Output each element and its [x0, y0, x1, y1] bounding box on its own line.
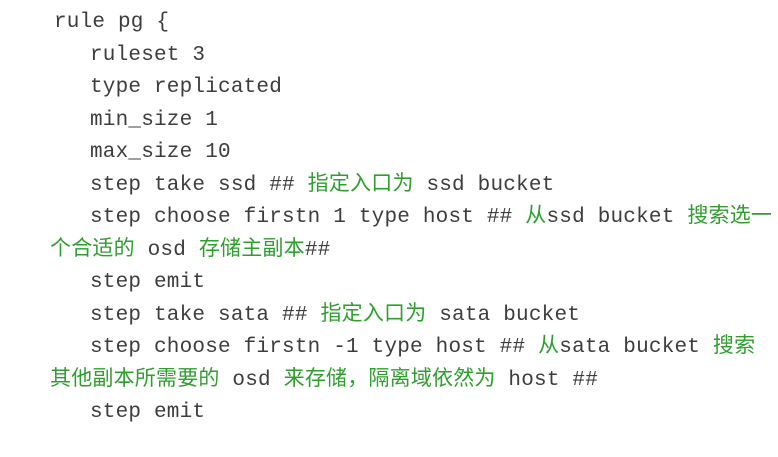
code-segment: ssd bucket: [546, 206, 688, 229]
code-line: max_size 10: [0, 137, 778, 170]
comment-segment: 指定入口为: [320, 303, 427, 327]
code-segment: sata bucket: [426, 303, 581, 327]
code-line: type replicated: [0, 72, 778, 105]
code-segment: ssd bucket: [413, 173, 555, 197]
comment-segment: 从: [538, 336, 560, 359]
code-segment: osd: [134, 238, 199, 262]
code-segment: step take ssd ##: [90, 173, 308, 197]
comment-segment: 个合适的: [50, 238, 135, 262]
comment-segment: 来存储，隔离域依然为: [283, 368, 496, 392]
code-line: rule pg {: [0, 7, 778, 40]
comment-segment: 从: [525, 206, 547, 229]
comment-segment: 其他副本所需要的: [50, 368, 220, 392]
comment-segment: 指定入口为: [307, 173, 414, 197]
code-line: step take sata ## 指定入口为 sata bucket: [0, 300, 778, 333]
code-segment: max_size 10: [90, 141, 231, 164]
code-line: step emit: [0, 397, 778, 430]
code-segment: step choose firstn 1 type host ##: [90, 206, 526, 229]
code-line: 其他副本所需要的 osd 来存储，隔离域依然为 host ##: [0, 365, 778, 398]
code-segment: min_size 1: [90, 108, 219, 132]
code-segment: ##: [304, 238, 331, 262]
comment-segment: 搜索选一: [687, 206, 773, 229]
code-line: step emit: [0, 267, 778, 300]
code-line: 个合适的 osd 存储主副本##: [0, 235, 778, 268]
code-segment: sata bucket: [559, 336, 713, 359]
code-segment: step take sata ##: [90, 303, 321, 327]
code-block: rule pg { ruleset 3 type replicated min_siz…: [0, 7, 778, 430]
code-segment: ruleset 3: [90, 43, 206, 67]
code-line: min_size 1: [0, 105, 778, 138]
code-line: step choose firstn 1 type host ## 从ssd b…: [0, 202, 778, 235]
code-segment: step emit: [90, 401, 206, 424]
code-segment: step choose firstn -1 type host ##: [90, 336, 539, 359]
code-line: ruleset 3: [0, 40, 778, 73]
comment-segment: 存储主副本: [198, 238, 305, 262]
code-segment: rule pg {: [54, 11, 170, 34]
code-line: step choose firstn -1 type host ## 从sata…: [0, 332, 778, 365]
code-segment: type replicated: [90, 76, 283, 99]
code-line: step take ssd ## 指定入口为 ssd bucket: [0, 170, 778, 203]
code-segment: step emit: [90, 271, 206, 294]
comment-segment: 搜索: [712, 336, 756, 359]
code-segment: host ##: [495, 368, 599, 392]
code-segment: osd: [219, 368, 284, 392]
